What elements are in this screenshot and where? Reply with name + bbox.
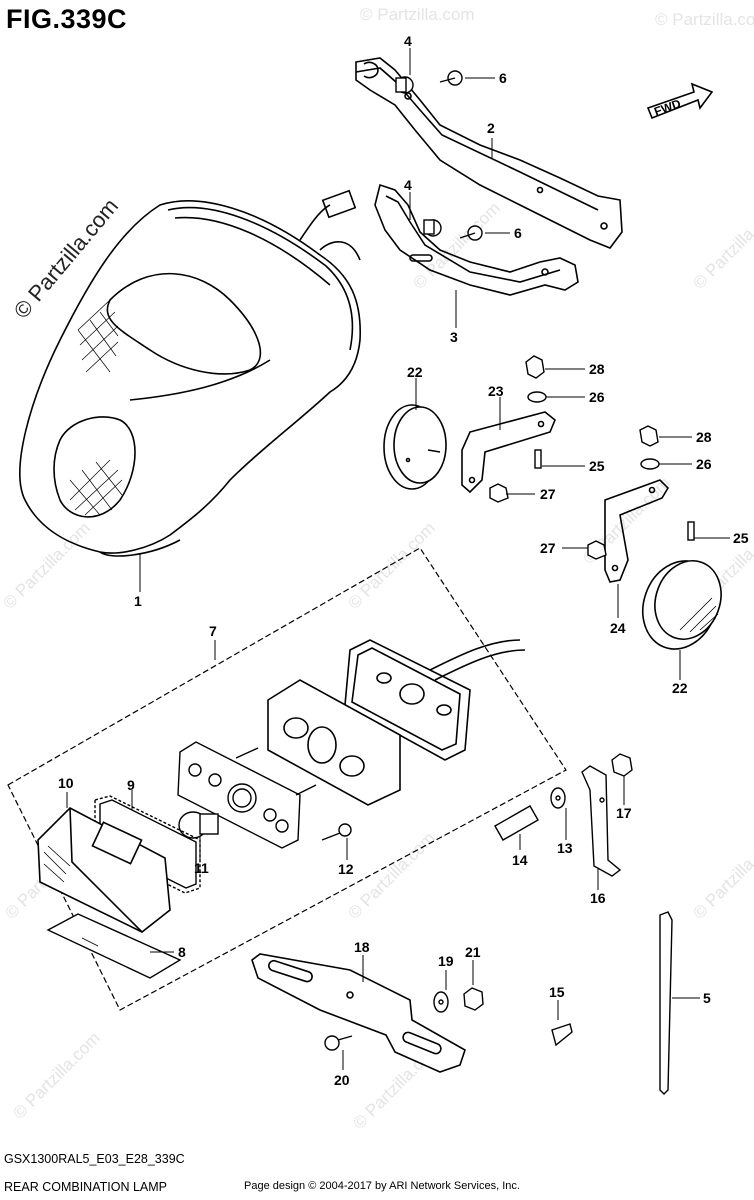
part-22-reflector [383,404,447,490]
callout-17: 17 [616,805,632,821]
watermarks: © Partzilla.com © Partzilla.com © Partzi… [0,5,754,1133]
watermark-text: © Partzilla.com [0,518,94,612]
callout-8: 8 [178,944,186,960]
callout-26: 26 [696,456,712,472]
part-23-bracket [461,411,556,494]
callout-4: 4 [404,33,412,49]
part-11-bulb [178,811,219,839]
callout-13: 13 [557,840,573,856]
leader-lines [66,48,730,1070]
bolt-icons-4-6 [395,70,483,241]
part-5-cable-tie [659,911,673,1095]
mount-hardware [324,987,573,1051]
callout-28: 28 [589,361,605,377]
hardware-icons [489,355,695,560]
part-10-lens [37,807,171,933]
lens-hatching [69,299,123,516]
callout-18: 18 [354,939,370,955]
part-3-bracket [374,183,579,296]
part-12-screw [321,823,352,841]
callout-2: 2 [487,120,495,136]
watermark-text: © Partzilla.com [360,5,475,24]
callout-22: 22 [407,364,423,380]
figure-code: GSX1300RAL5_E03_E28_339C [4,1152,185,1166]
callout-19: 19 [438,953,454,969]
watermark-text: © Partzilla.com [655,10,754,29]
callout-6: 6 [499,70,507,86]
callout-6: 6 [514,225,522,241]
socket-assembly [177,741,317,849]
callout-7: 7 [209,623,217,639]
callout-25: 25 [733,530,749,546]
part-18-bracket [251,953,466,1073]
callout-20: 20 [334,1072,350,1088]
callout-23: 23 [488,383,504,399]
watermark-text: © Partzilla.com [344,518,438,612]
fwd-label: FWD [652,96,683,119]
callout-16: 16 [590,890,606,906]
part-22-reflector-right [642,560,722,650]
callout-27: 27 [540,486,556,502]
part-8-plate [46,913,182,979]
figure-title: FIG.339C [6,4,128,34]
callout-14: 14 [512,852,528,868]
callout-24: 24 [610,620,626,636]
watermark-text: © Partzilla.com [689,198,754,292]
lamp-housing [267,679,401,806]
copyright-text: Page design © 2004-2017 by ARI Network S… [244,1180,520,1192]
callout-3: 3 [450,329,458,345]
callout-labels: 1 2 3 4 4 5 6 6 7 8 9 10 11 12 13 14 15 … [58,33,749,1088]
callout-9: 9 [127,777,135,793]
part-7-gasket [344,639,526,761]
callout-27: 27 [540,540,556,556]
watermark-text: © Partzilla.com [9,1028,103,1122]
watermark-text: © Partzilla.com [689,828,754,922]
watermark-text: © Partzilla.com [409,198,503,292]
part-2-bracket [355,57,623,249]
callout-22: 22 [672,680,688,696]
callout-10: 10 [58,775,74,791]
callout-11: 11 [194,860,209,876]
part-1-tail-lamp [19,189,361,557]
callout-21: 21 [465,944,481,960]
callout-25: 25 [589,458,605,474]
watermark-text: © Partzilla.com [344,828,438,922]
callout-26: 26 [589,389,605,405]
callout-4: 4 [404,177,412,193]
forward-arrow-icon: FWD [646,82,714,120]
callout-28: 28 [696,429,712,445]
callout-12: 12 [338,861,354,877]
small-hardware [494,753,633,877]
callout-15: 15 [549,984,565,1000]
callout-1: 1 [134,593,142,609]
callout-5: 5 [703,990,711,1006]
figure-name: REAR COMBINATION LAMP [4,1180,167,1194]
assembly-frame [7,547,567,1011]
part-24-bracket [604,479,670,583]
